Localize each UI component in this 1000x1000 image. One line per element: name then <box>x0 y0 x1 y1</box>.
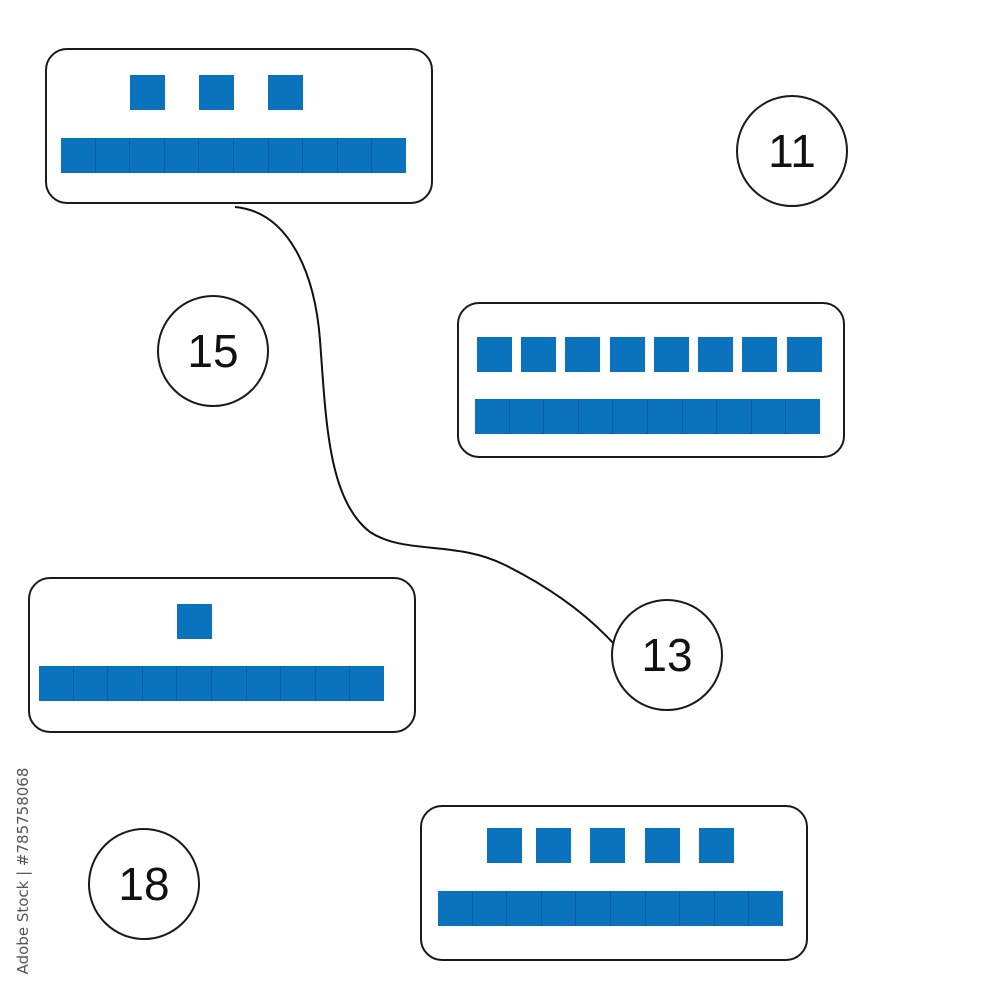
tens-bar <box>39 666 384 701</box>
card-tens-ones-b[interactable] <box>457 302 845 458</box>
number-circle-18[interactable]: 18 <box>88 828 200 940</box>
tens-bar-unit <box>714 891 750 926</box>
ones-square <box>521 337 556 372</box>
tens-bar-unit <box>281 666 316 701</box>
tens-bar-unit <box>372 138 406 173</box>
tens-bar-unit <box>717 399 752 434</box>
tens-bar-unit <box>541 891 577 926</box>
tens-bar-unit <box>682 399 718 434</box>
ones-square <box>130 75 165 110</box>
tens-bar-unit <box>509 399 545 434</box>
tens-bar-unit <box>315 666 351 701</box>
tens-bar-unit <box>108 666 143 701</box>
tens-bar-unit <box>786 399 820 434</box>
tens-bar-unit <box>475 399 510 434</box>
tens-bar-unit <box>164 138 200 173</box>
ones-square <box>477 337 512 372</box>
tens-bar-unit <box>544 399 579 434</box>
tens-bar-unit <box>507 891 542 926</box>
tens-bar-unit <box>751 399 787 434</box>
ones-square <box>199 75 234 110</box>
ones-square <box>698 337 733 372</box>
ones-square <box>487 828 522 863</box>
tens-bar <box>475 399 820 434</box>
tens-bar-unit <box>73 666 109 701</box>
tens-bar <box>61 138 406 173</box>
ones-square <box>177 604 212 639</box>
tens-bar-unit <box>438 891 473 926</box>
tens-bar-unit <box>647 399 683 434</box>
card-tens-ones-c[interactable] <box>28 577 416 733</box>
tens-bar-unit <box>576 891 611 926</box>
ones-square <box>742 337 777 372</box>
tens-bar-unit <box>61 138 96 173</box>
card-tens-ones-d[interactable] <box>420 805 808 961</box>
tens-bar-unit <box>350 666 384 701</box>
tens-bar-unit <box>578 399 614 434</box>
tens-bar-unit <box>95 138 131 173</box>
tens-bar-unit <box>246 666 282 701</box>
tens-bar-unit <box>177 666 212 701</box>
ones-square <box>645 828 680 863</box>
number-circle-15[interactable]: 15 <box>157 295 269 407</box>
card-tens-ones-a[interactable] <box>45 48 433 204</box>
ones-square <box>590 828 625 863</box>
ones-square <box>654 337 689 372</box>
tens-bar-unit <box>749 891 783 926</box>
number-circle-11[interactable]: 11 <box>736 95 848 207</box>
watermark: Adobe Stock | #785758068 <box>14 767 32 975</box>
tens-bar-unit <box>130 138 165 173</box>
tens-bar <box>438 891 783 926</box>
tens-bar-unit <box>268 138 304 173</box>
tens-bar-unit <box>211 666 247 701</box>
tens-bar-unit <box>645 891 681 926</box>
tens-bar-unit <box>337 138 373 173</box>
ones-square <box>610 337 645 372</box>
ones-square <box>565 337 600 372</box>
ones-square <box>787 337 822 372</box>
tens-bar-unit <box>303 138 338 173</box>
ones-square <box>699 828 734 863</box>
tens-bar-unit <box>233 138 269 173</box>
tens-bar-unit <box>613 399 648 434</box>
tens-bar-unit <box>472 891 508 926</box>
tens-bar-unit <box>199 138 234 173</box>
tens-bar-unit <box>142 666 178 701</box>
ones-square <box>536 828 571 863</box>
ones-square <box>268 75 303 110</box>
tens-bar-unit <box>39 666 74 701</box>
number-circle-13[interactable]: 13 <box>611 599 723 711</box>
tens-bar-unit <box>610 891 646 926</box>
tens-bar-unit <box>680 891 715 926</box>
